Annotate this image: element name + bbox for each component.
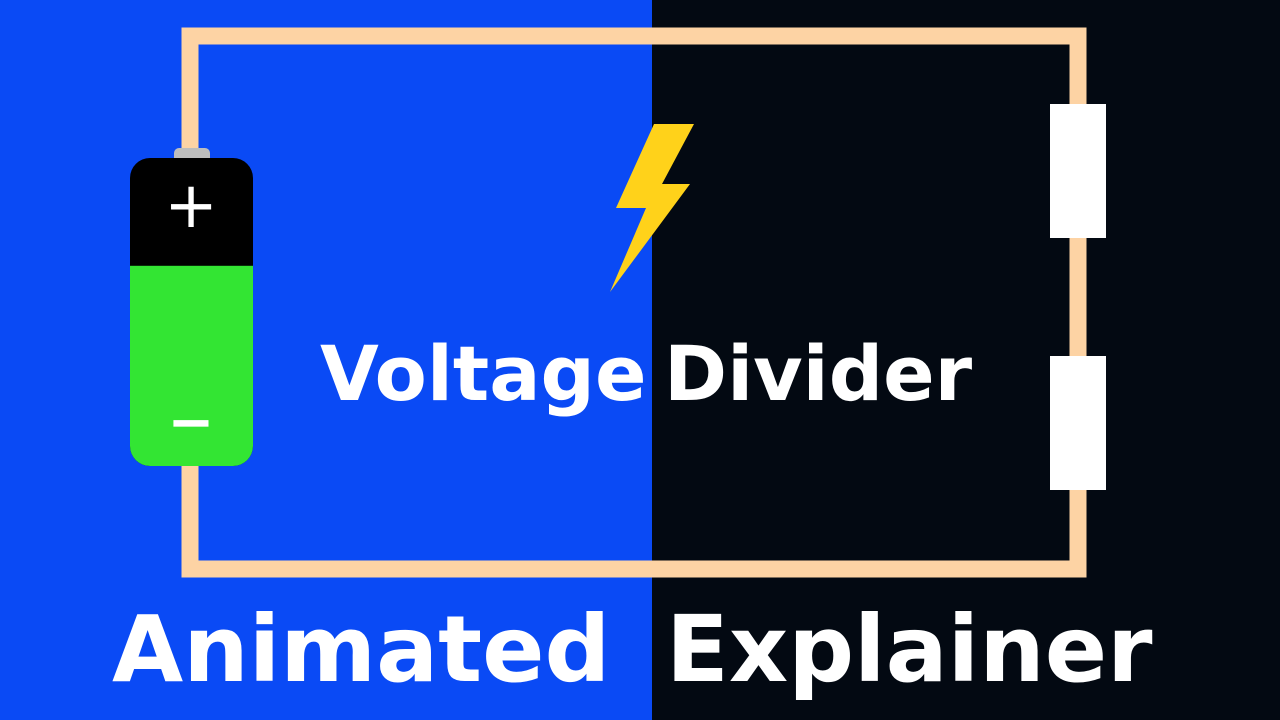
battery-charge-fill [130,265,253,466]
circuit-wire [181,27,1087,578]
subtitle-word-animated: Animated [112,596,611,703]
left-background-panel [0,0,652,720]
resistor-top [1050,104,1106,238]
resistor-icon [1050,104,1106,238]
lightning-bolt-icon [610,124,694,292]
resistor-bottom [1050,356,1106,490]
resistor-icon [1050,356,1106,490]
battery-negative-symbol: − [168,390,215,455]
battery-positive-symbol: + [164,169,218,243]
battery-icon: + − [130,148,253,466]
right-background-panel [652,0,1280,720]
title-word-divider: Divider [664,329,973,418]
title-word-voltage: Voltage [320,329,647,418]
subtitle-word-explainer: Explainer [666,596,1153,703]
